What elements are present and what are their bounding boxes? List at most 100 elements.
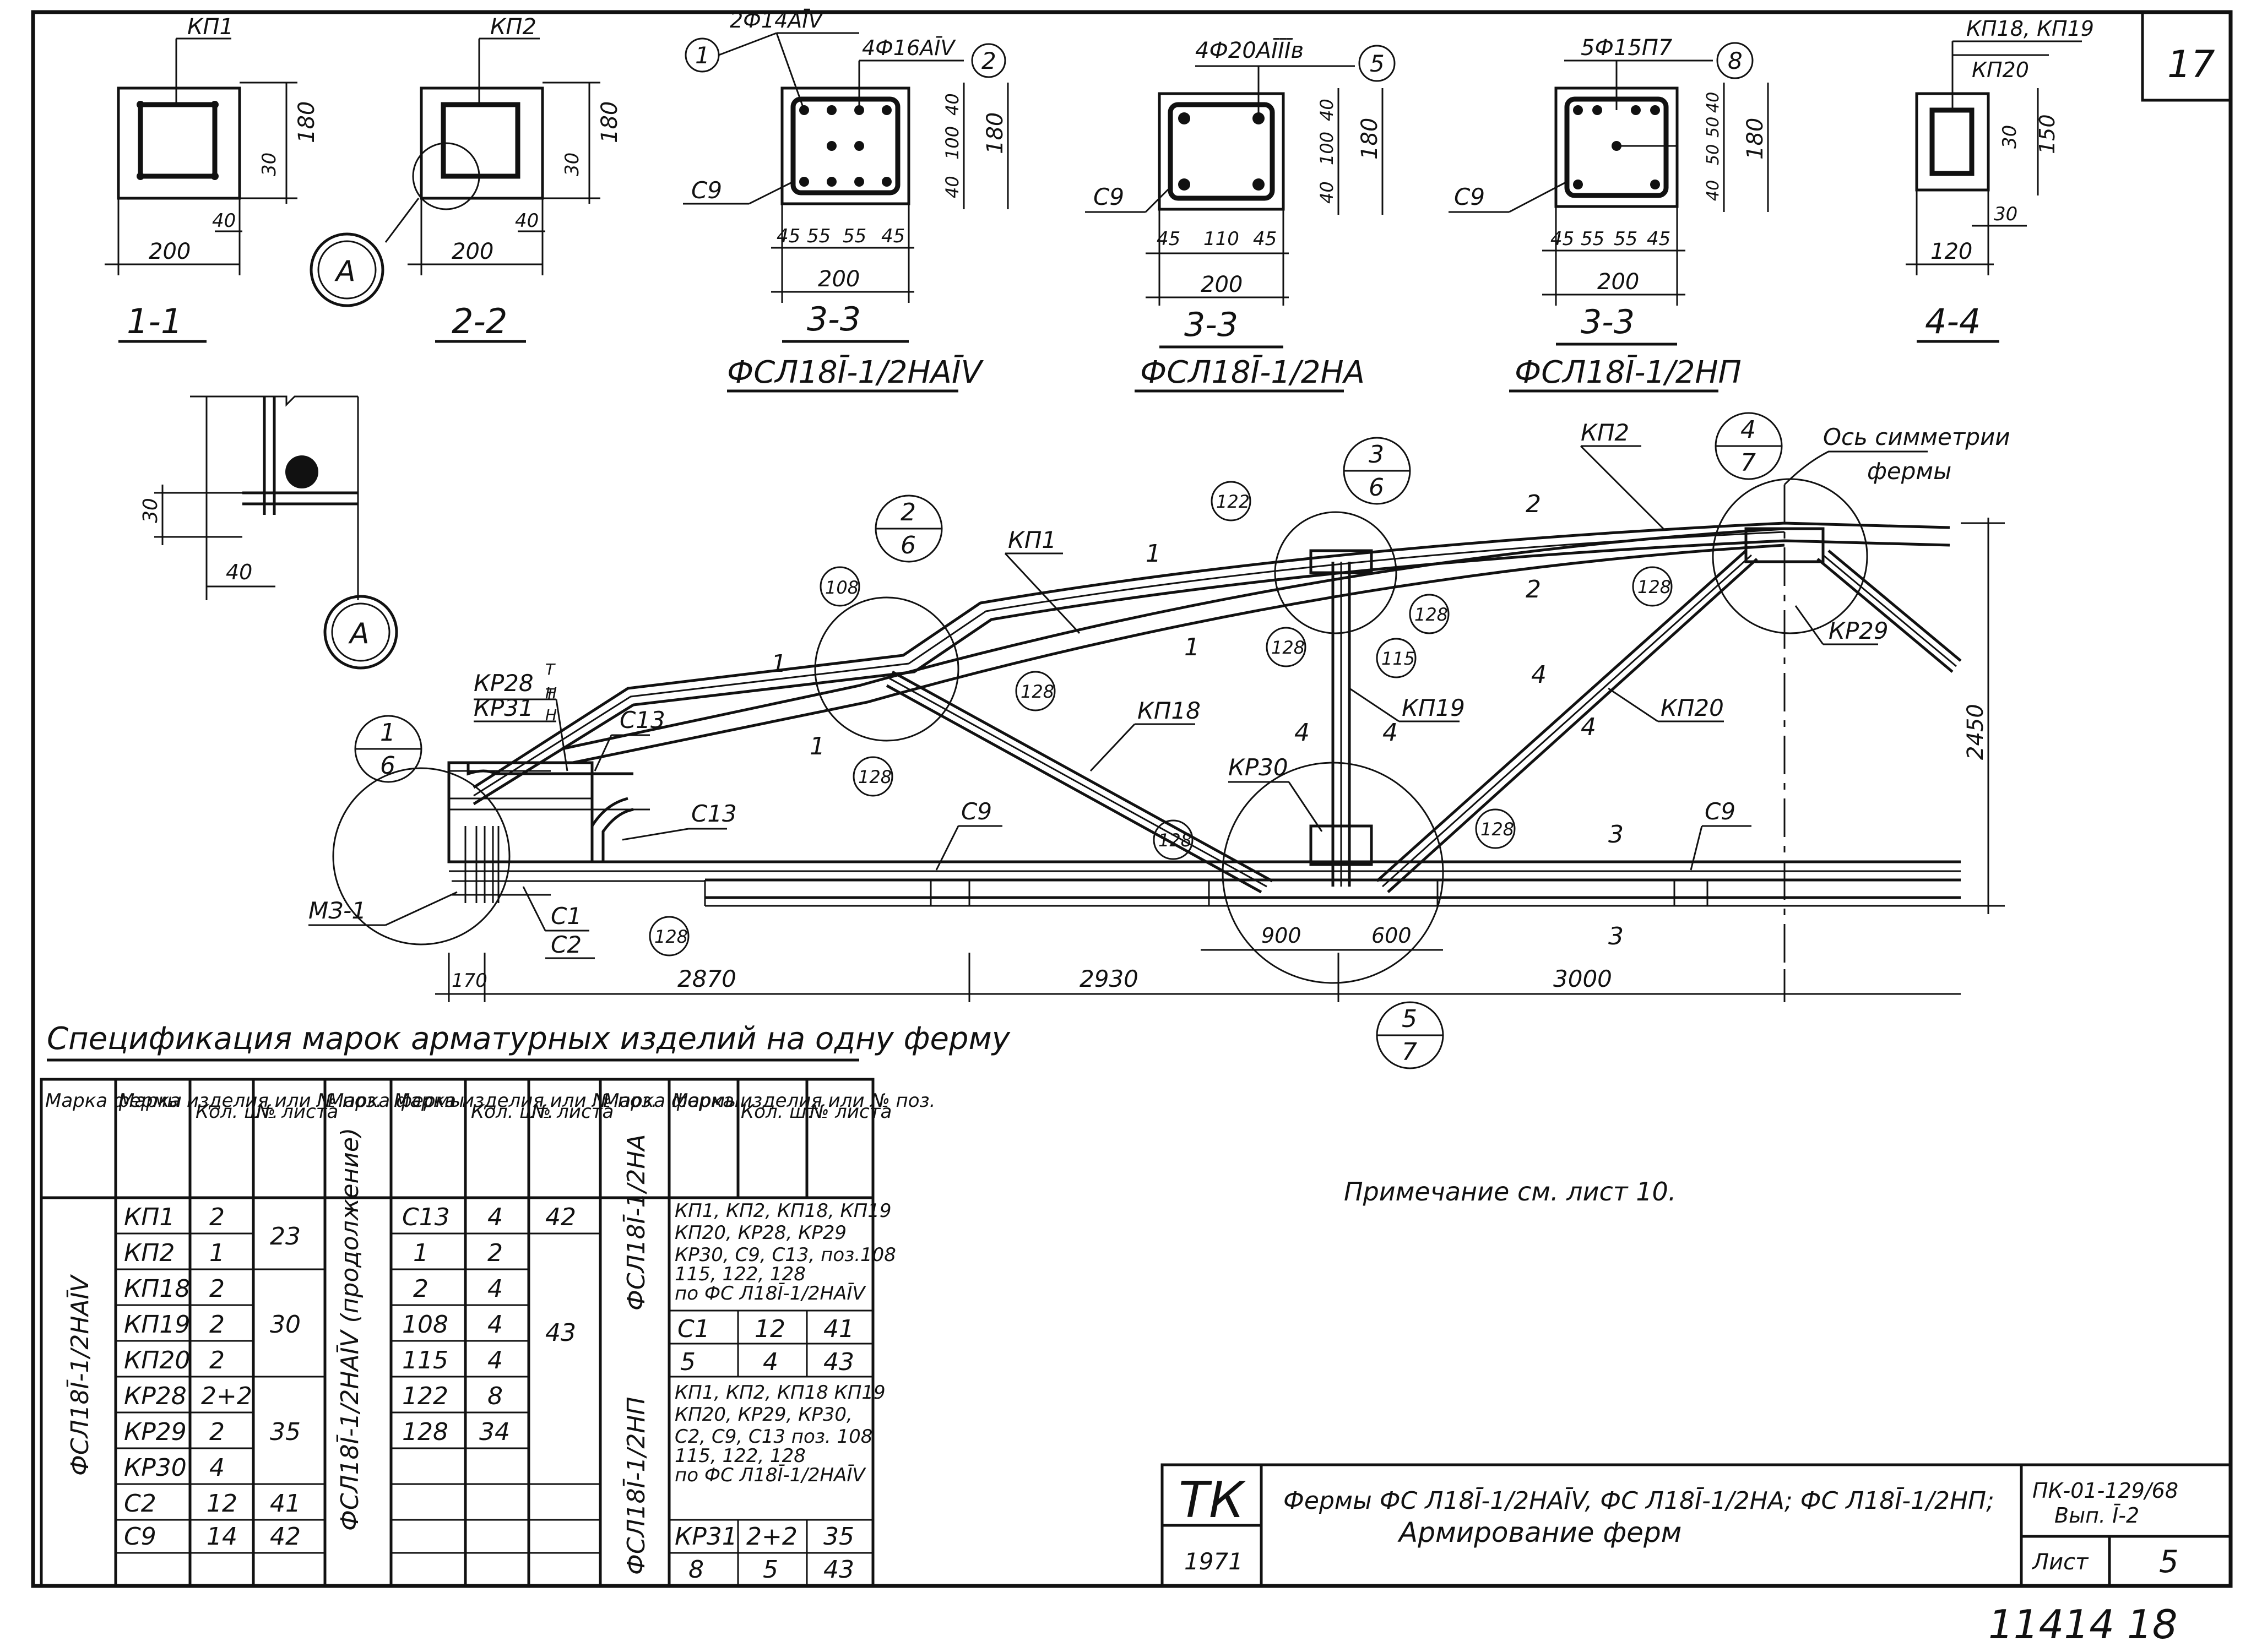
c1-sheet-23: 23 — [270, 1222, 301, 1251]
c1-sheet-42: 42 — [270, 1523, 301, 1551]
node1-bot: 6 — [380, 752, 395, 780]
s4-cut: 4-4 — [1925, 301, 1981, 341]
section-2-cut-label: 2-2 — [452, 301, 507, 341]
s4-d150: 150 — [2035, 114, 2059, 154]
c1-r10-qty: 14 — [207, 1523, 237, 1551]
c3-r2-a: 5 — [680, 1348, 696, 1376]
dim-170: 170 — [452, 970, 487, 992]
s4-mark2: КП20 — [1972, 58, 2029, 82]
s3a-bars1: 2Ф14АĪV — [730, 8, 824, 32]
dim-2870: 2870 — [677, 965, 736, 992]
truss1-label: ФСЛ18Ī-1/2НАĪV — [66, 1274, 94, 1476]
pos-128-f: 128 — [1271, 637, 1305, 658]
c3-r4-c: 43 — [823, 1556, 854, 1584]
detail-a-dim40: 40 — [226, 560, 252, 584]
title-stamp: ТК 1971 Фермы ФС Л18Ī-1/2НАĪV, ФС Л18Ī-1… — [1160, 1463, 2232, 1588]
hdr-item-1: Марка изделия или № поз. — [118, 1090, 382, 1112]
s3a-v1: 40 — [942, 93, 963, 116]
dim-600: 600 — [1371, 923, 1412, 948]
node2-top: 2 — [901, 498, 916, 526]
c1-r10-item: С9 — [124, 1523, 156, 1551]
s4-mark1: КП18, КП19 — [1966, 17, 2094, 41]
s4-width: 120 — [1930, 239, 1972, 264]
c1-sheet-41: 41 — [270, 1490, 301, 1518]
c1-r5-qty: 2 — [209, 1346, 225, 1374]
c3-t1-2: КП20, КР28, КР29 — [675, 1222, 847, 1244]
c1-r5-item: КП20 — [124, 1346, 190, 1374]
hdr-mark-3: Марка фермы — [603, 1090, 740, 1112]
section-1-dim30: 30 — [258, 153, 280, 176]
s3c-pos: 8 — [1728, 47, 1743, 74]
section-1-1: КП1 200 40 180 30 1-1 — [105, 14, 319, 343]
c2-r1-item: С13 — [402, 1203, 450, 1231]
section-1-dim40: 40 — [212, 210, 236, 232]
s3b-bars: 4Ф20АĪĪĪв — [1195, 37, 1304, 63]
c2-r5-qty: 4 — [487, 1346, 503, 1374]
s3c-v3: 50 — [1704, 144, 1723, 165]
label-c2: С2 — [551, 931, 582, 958]
c1-sheet-35: 35 — [270, 1418, 301, 1446]
label-kp1: КП1 — [1008, 526, 1056, 553]
c1-r2-qty: 1 — [209, 1239, 225, 1267]
c3-r4-a: 8 — [688, 1556, 704, 1584]
section-2-dim30: 30 — [561, 153, 583, 176]
hdr-sheet-1: № листа — [255, 1101, 338, 1123]
s3a-width: 200 — [818, 267, 860, 292]
node2-bot: 6 — [901, 531, 916, 559]
truss3-label: ФСЛ18Ī-1/2НП — [622, 1396, 650, 1575]
s3c-bars: 5Ф15П7 — [1581, 35, 1673, 61]
c2-r5-item: 115 — [402, 1346, 448, 1374]
hdr-sheet-2: № листа — [530, 1101, 614, 1123]
hdr-qty-2: Кол. шт. — [471, 1101, 554, 1123]
axis-label2: фермы — [1867, 458, 1951, 485]
c3-r3-c: 35 — [823, 1523, 854, 1551]
s3c-v1: 40 — [1704, 92, 1723, 113]
s3b-v2: 100 — [1316, 132, 1337, 165]
pos-128-h: 128 — [1637, 577, 1671, 597]
s3b-title: ФСЛ18Ī-1/2НА — [1140, 355, 1365, 390]
kr28-sub: H — [545, 684, 557, 702]
c3-r3-b: 2+2 — [746, 1523, 798, 1551]
s3a-mark: С9 — [691, 177, 722, 204]
node1-top: 1 — [380, 719, 395, 747]
cut-mark-4b: 4 — [1382, 719, 1398, 747]
spec-title: Спецификация марок арматурных изделий на… — [47, 1021, 1011, 1057]
s3c-d4: 45 — [1647, 228, 1670, 250]
c2-r7-qty: 34 — [479, 1418, 510, 1446]
label-kr30: КР30 — [1228, 754, 1288, 781]
kr31-sup: T — [545, 685, 556, 703]
c1-r9-item: С2 — [124, 1490, 156, 1518]
hdr-sheet-3: № листа — [809, 1101, 892, 1123]
c3-t2-5: по ФС Л18Ī-1/2НАĪV — [675, 1464, 866, 1486]
c2-r3-item: 2 — [413, 1275, 428, 1303]
cut-mark-4c: 4 — [1531, 661, 1547, 689]
label-kp18: КП18 — [1137, 697, 1201, 724]
c2-r6-item: 122 — [402, 1382, 448, 1410]
section-2-width: 200 — [452, 239, 493, 264]
note: Примечание см. лист 10. — [1344, 1177, 1676, 1207]
s3a-height: 180 — [983, 112, 1008, 154]
s3b-d2: 110 — [1203, 228, 1239, 250]
s3a-pos2: 2 — [981, 47, 996, 74]
kr28-sup: T — [545, 660, 556, 678]
section-4-4: КП18, КП19 КП20 120 30 30 150 4-4 — [1906, 17, 2094, 343]
stamp-issue: Вып. Ī-2 — [2054, 1503, 2139, 1528]
s3b-v3: 40 — [1316, 181, 1337, 204]
s4-d30: 30 — [1999, 125, 2021, 149]
label-kp19: КП19 — [1402, 694, 1465, 721]
c3-r4-b: 5 — [763, 1556, 778, 1584]
c1-r1-item: КП1 — [124, 1203, 175, 1231]
truss-height: 2450 — [1963, 704, 1988, 760]
c1-r3-item: КП18 — [124, 1275, 190, 1303]
stamp-code: ПК-01-129/68 — [2032, 1479, 2178, 1503]
stamp-sheet-no: 5 — [2159, 1544, 2179, 1580]
s3a-bars2: 4Ф16АĪV — [862, 36, 956, 60]
cut-mark-1a: 1 — [1146, 540, 1161, 568]
s3a-d3: 55 — [843, 225, 866, 247]
c3-t1-5: по ФС Л18Ī-1/2НАĪV — [675, 1283, 866, 1305]
label-mz1: МЗ-1 — [308, 897, 366, 924]
pos-122: 122 — [1216, 491, 1250, 512]
pos-128-d: 128 — [1480, 819, 1514, 840]
node3-top: 3 — [1369, 441, 1384, 469]
label-kr31: КР31 — [474, 694, 534, 721]
